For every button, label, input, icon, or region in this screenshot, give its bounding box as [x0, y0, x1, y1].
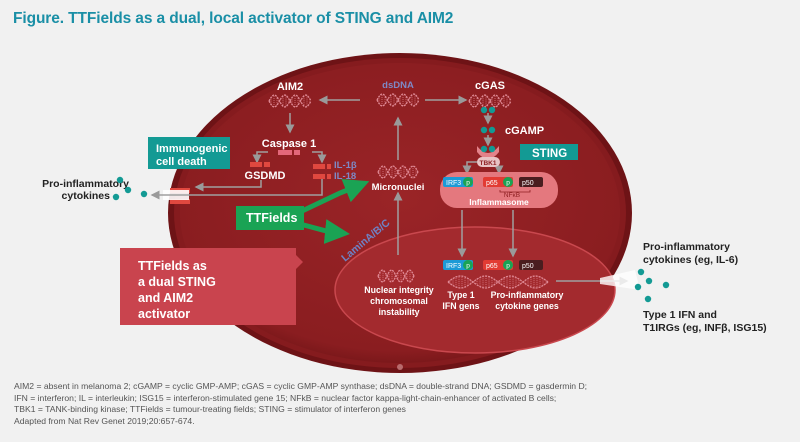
inflammasome-label: Inflammasome [469, 197, 529, 207]
cyto-p65-pill: p65 p [483, 177, 513, 187]
tbk1-pill [477, 157, 500, 167]
t1irgs-label: T1IRGs (eg, INFβ, ISG15) [643, 322, 767, 334]
il18-block [313, 174, 325, 179]
type1-ifn-label: Type 1 IFN and [643, 309, 717, 321]
right-cytokines-label: Pro-inflammatory [643, 241, 730, 253]
aim2-dna-icon [268, 94, 312, 108]
arrow-caspase-to-il [312, 151, 327, 164]
type1-label: Type 1 [447, 290, 474, 300]
nuc-phosphate-icon [463, 260, 473, 270]
left-cytokine-dots [112, 176, 148, 201]
nuc-irf3-pill: IRF3 p [443, 260, 473, 270]
cyto-irf3-pill-label: IRF3 [446, 180, 461, 187]
dna-layer [268, 93, 549, 289]
cgamp-dots [480, 106, 496, 134]
micronuclei-dna-icon [377, 165, 419, 179]
cgas-label: cGAS [475, 80, 505, 92]
nuclear-dna-icon [377, 269, 415, 283]
footnote-line-4: Adapted from Nat Rev Genet 2019;20:657-6… [14, 415, 195, 426]
il1b-block [313, 164, 325, 169]
callout-line-2: a dual STING [138, 275, 216, 289]
cyto-p65-pill-label: p65 [486, 180, 498, 187]
sting-box: STING [520, 144, 578, 160]
gsdmd-block [250, 162, 262, 167]
membrane-dot [397, 364, 403, 370]
footnote-line-3: TBK1 = TANK-binding kinase; TTFields = t… [14, 404, 406, 414]
right-cytokine-dots [634, 268, 670, 303]
dsdna-dna-icon [376, 93, 420, 107]
nuc-p65-pill: p65 p [483, 260, 513, 270]
callout-line-4: activator [138, 307, 190, 321]
nuclear-integrity-label: Nuclear integrity [364, 285, 434, 295]
genes-dna-icon [447, 275, 549, 289]
instability-label: instability [378, 307, 419, 317]
callout-line-1: TTFields as [138, 259, 207, 273]
nuc-irf3-pill-label: IRF3 [446, 263, 461, 270]
micronuclei-label: Micronuclei [372, 182, 425, 193]
arrow-caspase-to-gsdmd [252, 151, 268, 164]
svg-text:p: p [466, 180, 470, 187]
membrane-channel [163, 188, 190, 204]
callout-box: TTFields as a dual STING and AIM2 activa… [120, 248, 303, 325]
ttfields-arrow-to-lamin [299, 219, 350, 244]
arrow-tbk1-to-irf3 [462, 161, 478, 175]
footnote-line-1: AIM2 = absent in melanoma 2; cGAMP = cyc… [14, 381, 588, 391]
cyto-phosphate-icon [463, 177, 473, 187]
pathway-arrows [150, 95, 629, 286]
ifn-gens-label: IFN gens [442, 301, 479, 311]
caspase-label: Caspase 1 [262, 138, 316, 150]
nfkb-label: NFκB [504, 192, 520, 199]
cgas-dna-icon [468, 94, 512, 108]
sting-receptor: TBK1 [477, 145, 500, 167]
cyto-p50-pill: p50 [519, 177, 543, 187]
left-cytokines-label: Pro-inflammatory [42, 178, 129, 190]
transcription-factors-cytoplasm: IRF3 p p65 p p50 [443, 177, 543, 187]
nucleus-body [334, 226, 616, 354]
il18-label: IL-18 [334, 171, 356, 182]
sting-label: STING [532, 148, 567, 160]
ttfields-box: TTFields [236, 206, 304, 230]
caspase-block [278, 150, 292, 155]
protein-blocks [250, 150, 331, 179]
svg-text:p: p [506, 263, 510, 270]
cyto-irf3-pill: IRF3 p [443, 177, 473, 187]
aim2-label: AIM2 [277, 81, 303, 93]
cyto-phosphate-icon [503, 177, 513, 187]
tbk1-label: TBK1 [480, 160, 497, 167]
right-cytokines-label-2: cytokines (eg, IL-6) [643, 254, 738, 266]
footnote: AIM2 = absent in melanoma 2; cGAMP = cyc… [14, 381, 794, 427]
nuc-p65-pill-label: p65 [486, 263, 498, 270]
secretion-cone [600, 270, 640, 290]
nuc-p50-pill-label: p50 [522, 263, 534, 270]
cyto-p50-pill-label: p50 [522, 180, 534, 187]
immunogenic-box: Immunogenic cell death [148, 137, 230, 169]
transcription-factors-nucleus: IRF3 p p65 p p50 [443, 260, 543, 270]
pro-inflammatory-gene-label: Pro-inflammatory [491, 290, 564, 300]
ttfields-arrow-to-micronuclei [298, 178, 370, 215]
immunogenic-label: Immunogenic [156, 143, 228, 155]
left-cytokines-label-2: cytokines [62, 190, 111, 202]
callout-line-3: and AIM2 [138, 291, 193, 305]
cytokine-genes-label: cytokine genes [495, 301, 559, 311]
dsdna-label: dsDNA [382, 80, 414, 91]
cell-death-label: cell death [156, 156, 207, 168]
nuc-p50-pill: p50 [519, 260, 543, 270]
gsdmd-label: GSDMD [245, 170, 286, 182]
nucleus [334, 226, 616, 354]
svg-text:p: p [506, 180, 510, 187]
il1b-label: IL-1β [334, 160, 357, 171]
arrow-il-to-outside [150, 177, 323, 200]
cgamp-label: cGAMP [505, 125, 544, 137]
figure-title: Figure. TTFields as a dual, local activa… [13, 10, 454, 27]
footnote-line-2: IFN = interferon; IL = interleukin; ISG1… [14, 392, 557, 403]
chromosomal-label: chromosomal [370, 296, 428, 306]
nuc-phosphate-icon [503, 260, 513, 270]
svg-text:p: p [466, 263, 470, 270]
ttfields-arrows [298, 178, 370, 244]
arrow-gsdmd-to-membrane [194, 180, 262, 192]
ttfields-label: TTFields [246, 211, 297, 225]
